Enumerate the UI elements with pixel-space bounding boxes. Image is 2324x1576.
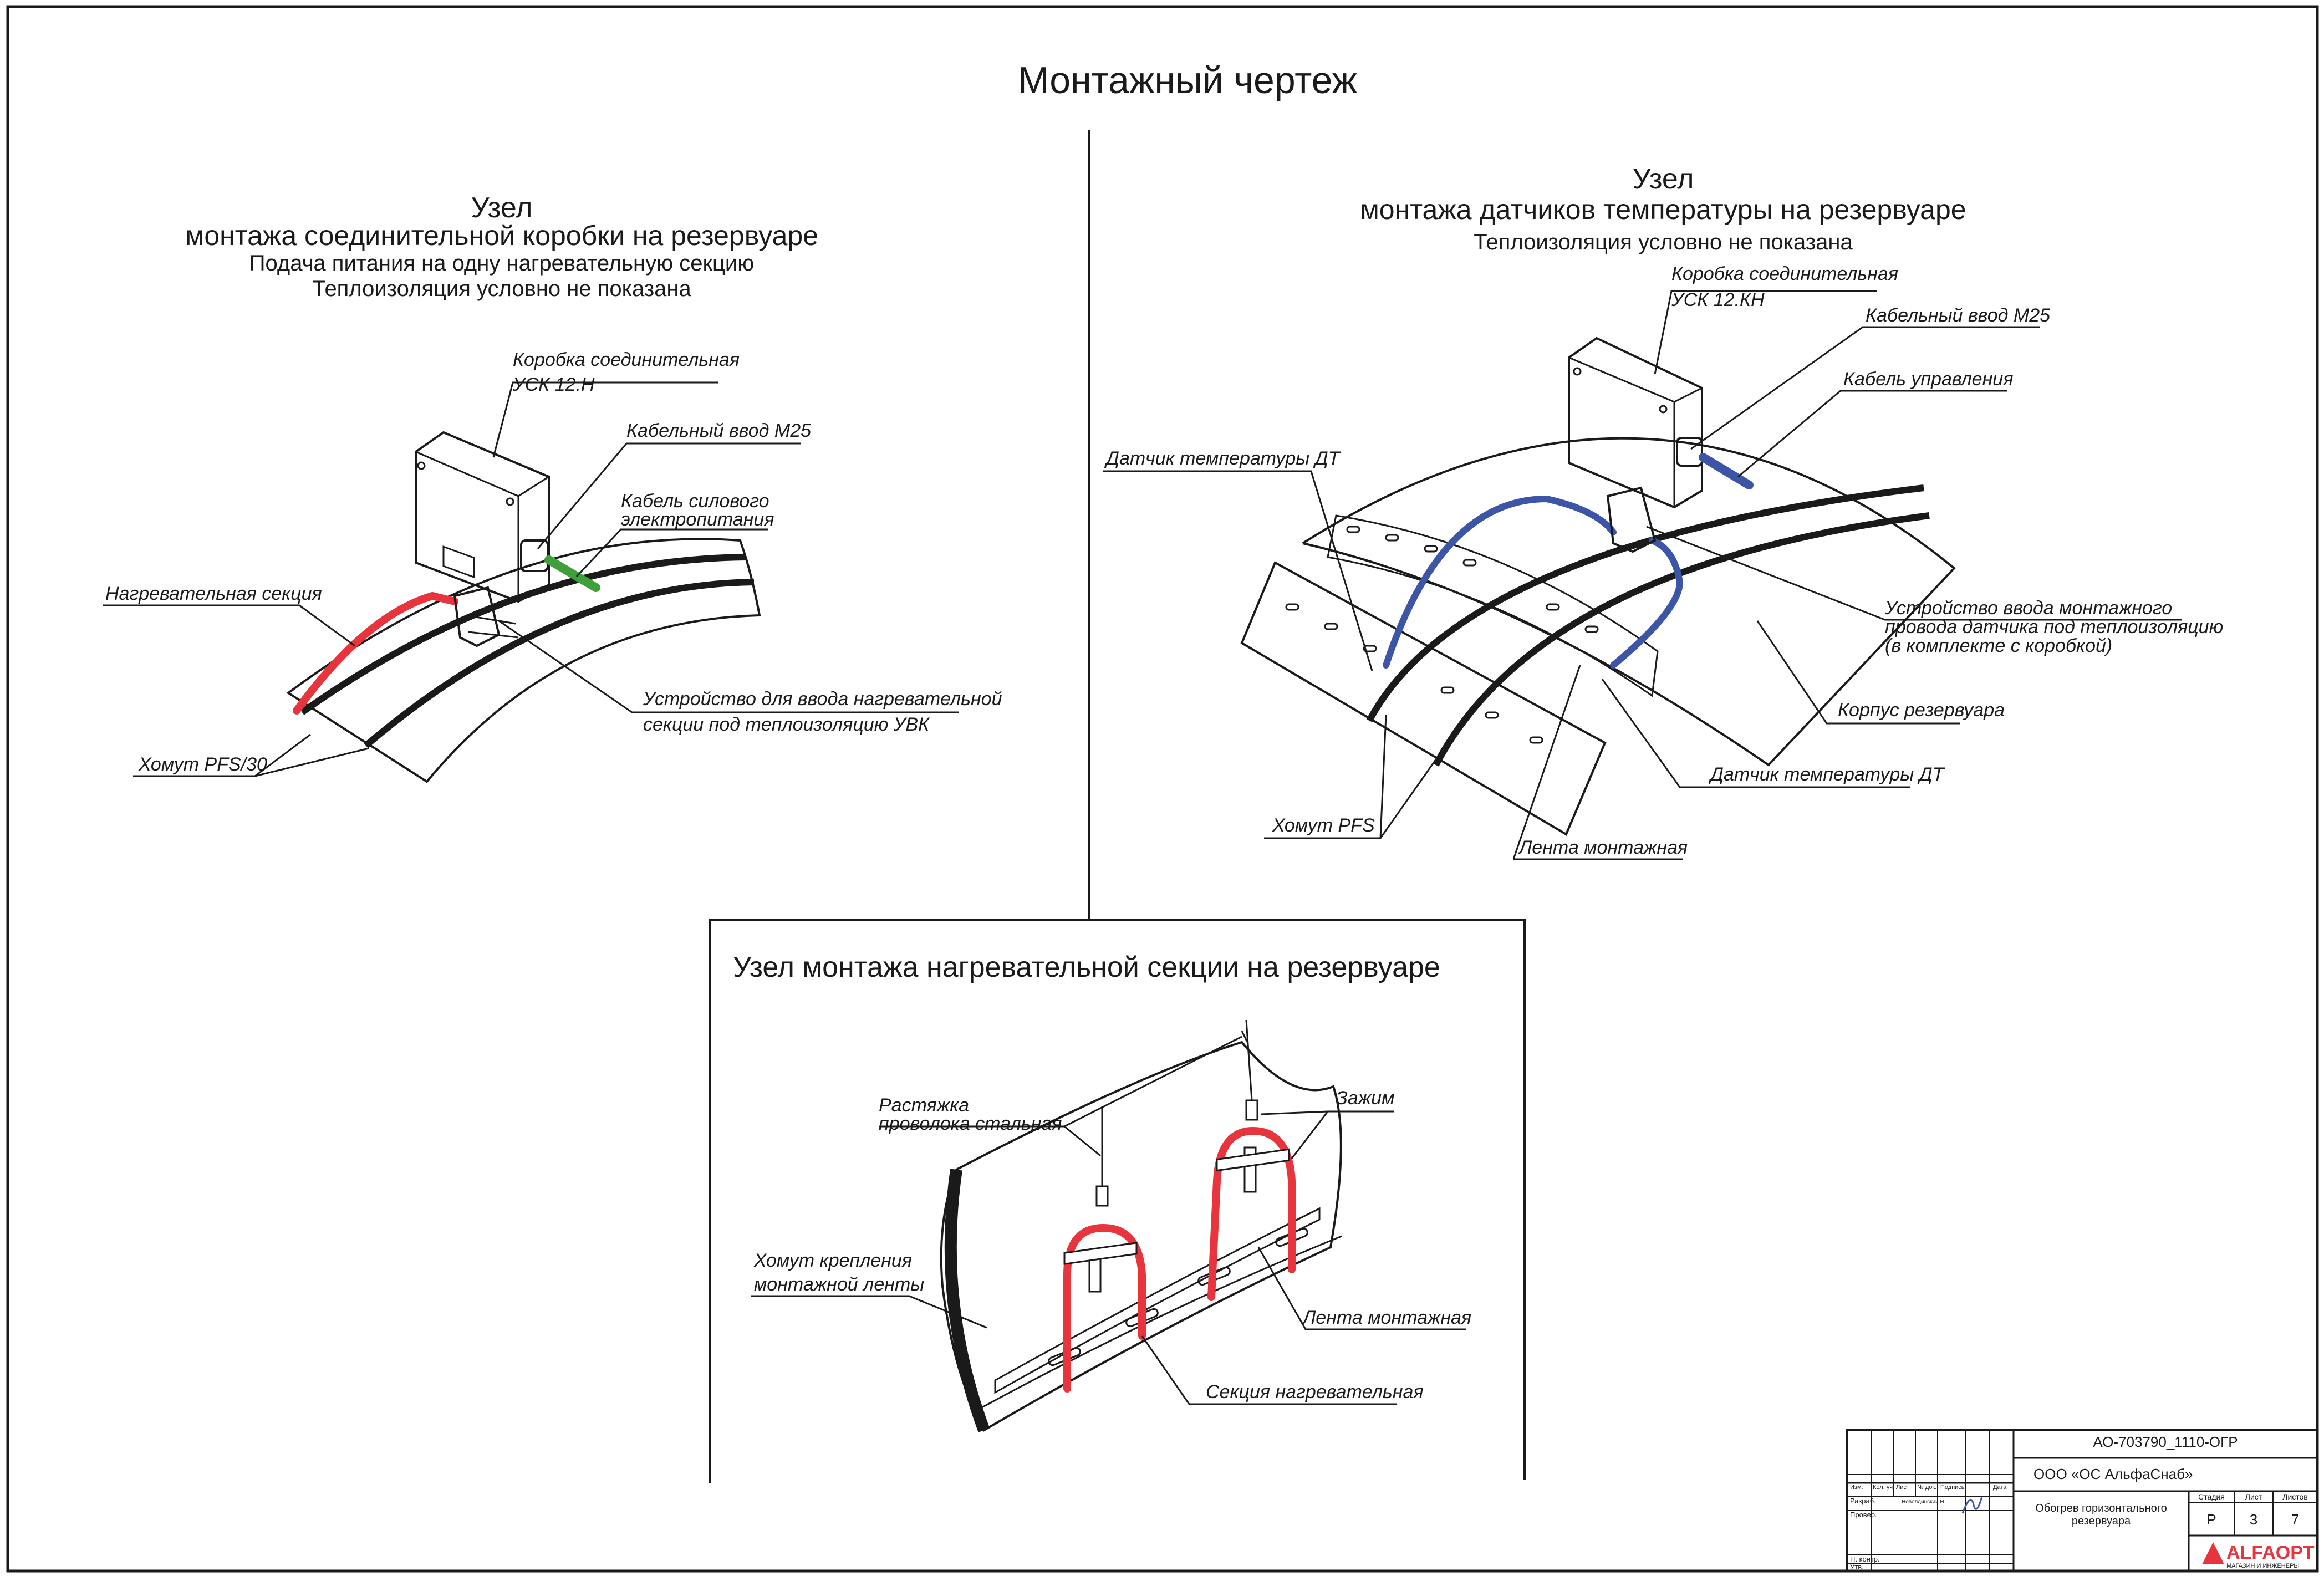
stamp-signature xyxy=(1961,1496,1983,1514)
left-label-power-2: электропитания xyxy=(621,509,774,530)
bottom-steel-wire-2 xyxy=(1245,1019,1253,1101)
right-label-control: Кабель управления xyxy=(1843,369,2013,390)
stamp-col-kol: Кол. уч. xyxy=(1873,1484,1894,1491)
bottom-label-wire-2: проволока стальная xyxy=(879,1113,1062,1134)
bottom-title: Узел монтажа нагревательной секции на ре… xyxy=(733,951,1440,983)
bottom-frame xyxy=(709,919,1526,1483)
right-clamp-1 xyxy=(1366,484,1924,722)
right-label-sensor-top: Датчик температуры ДТ xyxy=(1104,448,1341,469)
right-label-box-1: Коробка соединительная xyxy=(1671,263,1898,284)
right-cable-gland xyxy=(1676,437,1703,467)
right-entry-device xyxy=(1606,486,1657,553)
bottom-label-tape: Лента монтажная xyxy=(1302,1307,1471,1328)
left-power-cable xyxy=(544,555,600,592)
right-label-entry-3: (в комплекте с коробкой) xyxy=(1885,635,2112,656)
stamp-company: ООО «ОС АльфаСнаб» xyxy=(2034,1466,2193,1482)
left-label-clamp: Хомут PFS/30 xyxy=(138,754,267,775)
left-label-entry-2: секции под теплоизоляцию УВК xyxy=(643,714,930,735)
right-sensor-cable-2 xyxy=(1610,537,1684,669)
stamp-object-1: Обогрев горизонтального xyxy=(2035,1502,2167,1514)
left-heating-section xyxy=(293,591,458,715)
stamp-col-date: Дата xyxy=(1993,1484,2007,1491)
right-label-entry-2: провода датчика под теплоизоляцию xyxy=(1885,616,2223,637)
stamp-row-check: Провер. xyxy=(1850,1511,1877,1519)
right-sensor-cable-1 xyxy=(1383,495,1617,669)
title-block: АО-703790_1110-ОГР ООО «ОС АльфаСнаб» Из… xyxy=(1846,1429,2318,1572)
right-subtitle: Теплоизоляция условно не показана xyxy=(1474,230,1853,254)
stamp-col-list: Лист xyxy=(1896,1484,1909,1491)
bottom-label-clamp-2: монтажной ленты xyxy=(754,1274,924,1295)
right-control-cable xyxy=(1699,453,1754,489)
alfaopt-logo: ALFAOPT МАГАЗИН И ИНЖЕНЕРЫ xyxy=(2202,1542,2315,1569)
stamp-doc-code: АО-703790_1110-ОГР xyxy=(2093,1434,2238,1450)
right-title-2: монтажа датчиков температуры на резервуа… xyxy=(1360,194,1966,225)
right-label-tank: Корпус резервуара xyxy=(1838,700,2005,721)
bottom-label-wire-1: Растяжка xyxy=(879,1095,969,1116)
bottom-label-clamp-1: Хомут крепления xyxy=(753,1250,912,1271)
stamp-col-izm: Изм. xyxy=(1850,1484,1863,1491)
left-junction-box xyxy=(415,431,550,603)
sheet-frame xyxy=(6,5,2319,1573)
right-label-sensor-bottom: Датчик температуры ДТ xyxy=(1708,764,1945,785)
right-clamp-2 xyxy=(1433,512,1930,767)
right-label-clamp: Хомут PFS xyxy=(1272,815,1375,836)
left-tank-segment xyxy=(286,538,761,783)
left-label-gland: Кабельный ввод М25 xyxy=(626,420,811,441)
left-label-heating: Нагревательная секция xyxy=(105,583,322,604)
right-label-box-2: УСК 12.КН xyxy=(1671,289,1765,310)
left-title-2: монтажа соединительной коробки на резерв… xyxy=(185,220,818,251)
left-label-box-1: Коробка соединительная xyxy=(513,349,740,370)
right-junction-box xyxy=(1568,336,1703,509)
stamp-sheet-head: Лист xyxy=(2245,1492,2262,1501)
stamp-sheets: 7 xyxy=(2291,1511,2299,1528)
right-tape-slots xyxy=(1285,526,1599,744)
left-label-entry-1: Устройство для ввода нагревательной xyxy=(643,688,1002,710)
stamp-row-appr: Утв. xyxy=(1850,1563,1864,1571)
stamp-sheets-head: Листов xyxy=(2282,1492,2308,1501)
right-label-gland: Кабельный ввод М25 xyxy=(1866,305,2050,326)
bottom-node: Узел монтажа нагревательной секции на ре… xyxy=(733,951,1471,1432)
left-label-power-1: Кабель силового xyxy=(621,491,769,512)
left-node: Узел монтажа соединительной коробки на р… xyxy=(103,192,1002,783)
bottom-label-clip: Зажим xyxy=(1336,1088,1394,1109)
left-subtitle-1: Подача питания на одну нагревательную се… xyxy=(249,251,754,276)
left-subtitle-2: Теплоизоляция условно не показана xyxy=(312,277,691,301)
left-label-box-2: УСК 12.Н xyxy=(512,374,595,395)
stamp-row-dev: Разраб. xyxy=(1850,1497,1876,1505)
right-node: Узел монтажа датчиков температуры на рез… xyxy=(1103,163,2223,860)
stamp-stage-head: Стадия xyxy=(2198,1492,2225,1501)
right-title-1: Узел xyxy=(1633,163,1694,195)
stamp-object-2: резервуара xyxy=(2072,1515,2131,1527)
bottom-label-section: Секция нагревательная xyxy=(1206,1381,1424,1402)
stamp-sheet: 3 xyxy=(2250,1511,2257,1528)
stamp-row-norm: Н. контр. xyxy=(1850,1555,1880,1563)
bottom-mounting-tape xyxy=(994,1207,1321,1394)
right-tape-panel xyxy=(1240,561,1607,836)
right-label-entry-1: Устройство ввода монтажного xyxy=(1884,598,2172,619)
logo-text: ALFAOPT xyxy=(2226,1542,2315,1563)
stamp-col-doc: № док. xyxy=(1917,1484,1936,1491)
left-title-1: Узел xyxy=(471,192,533,224)
page-title: Монтажный чертеж xyxy=(1018,59,1358,101)
stamp-developer: Новолдинский Н. xyxy=(1902,1499,1945,1505)
bottom-tank xyxy=(940,1041,1342,1432)
bottom-tape-clamp xyxy=(944,1169,990,1432)
logo-subtext: МАГАЗИН И ИНЖЕНЕРЫ xyxy=(2226,1563,2299,1569)
stamp-stage: Р xyxy=(2206,1511,2216,1528)
right-label-tape: Лента монтажная xyxy=(1518,837,1688,858)
stamp-col-sign: Подпись xyxy=(1940,1484,1965,1491)
